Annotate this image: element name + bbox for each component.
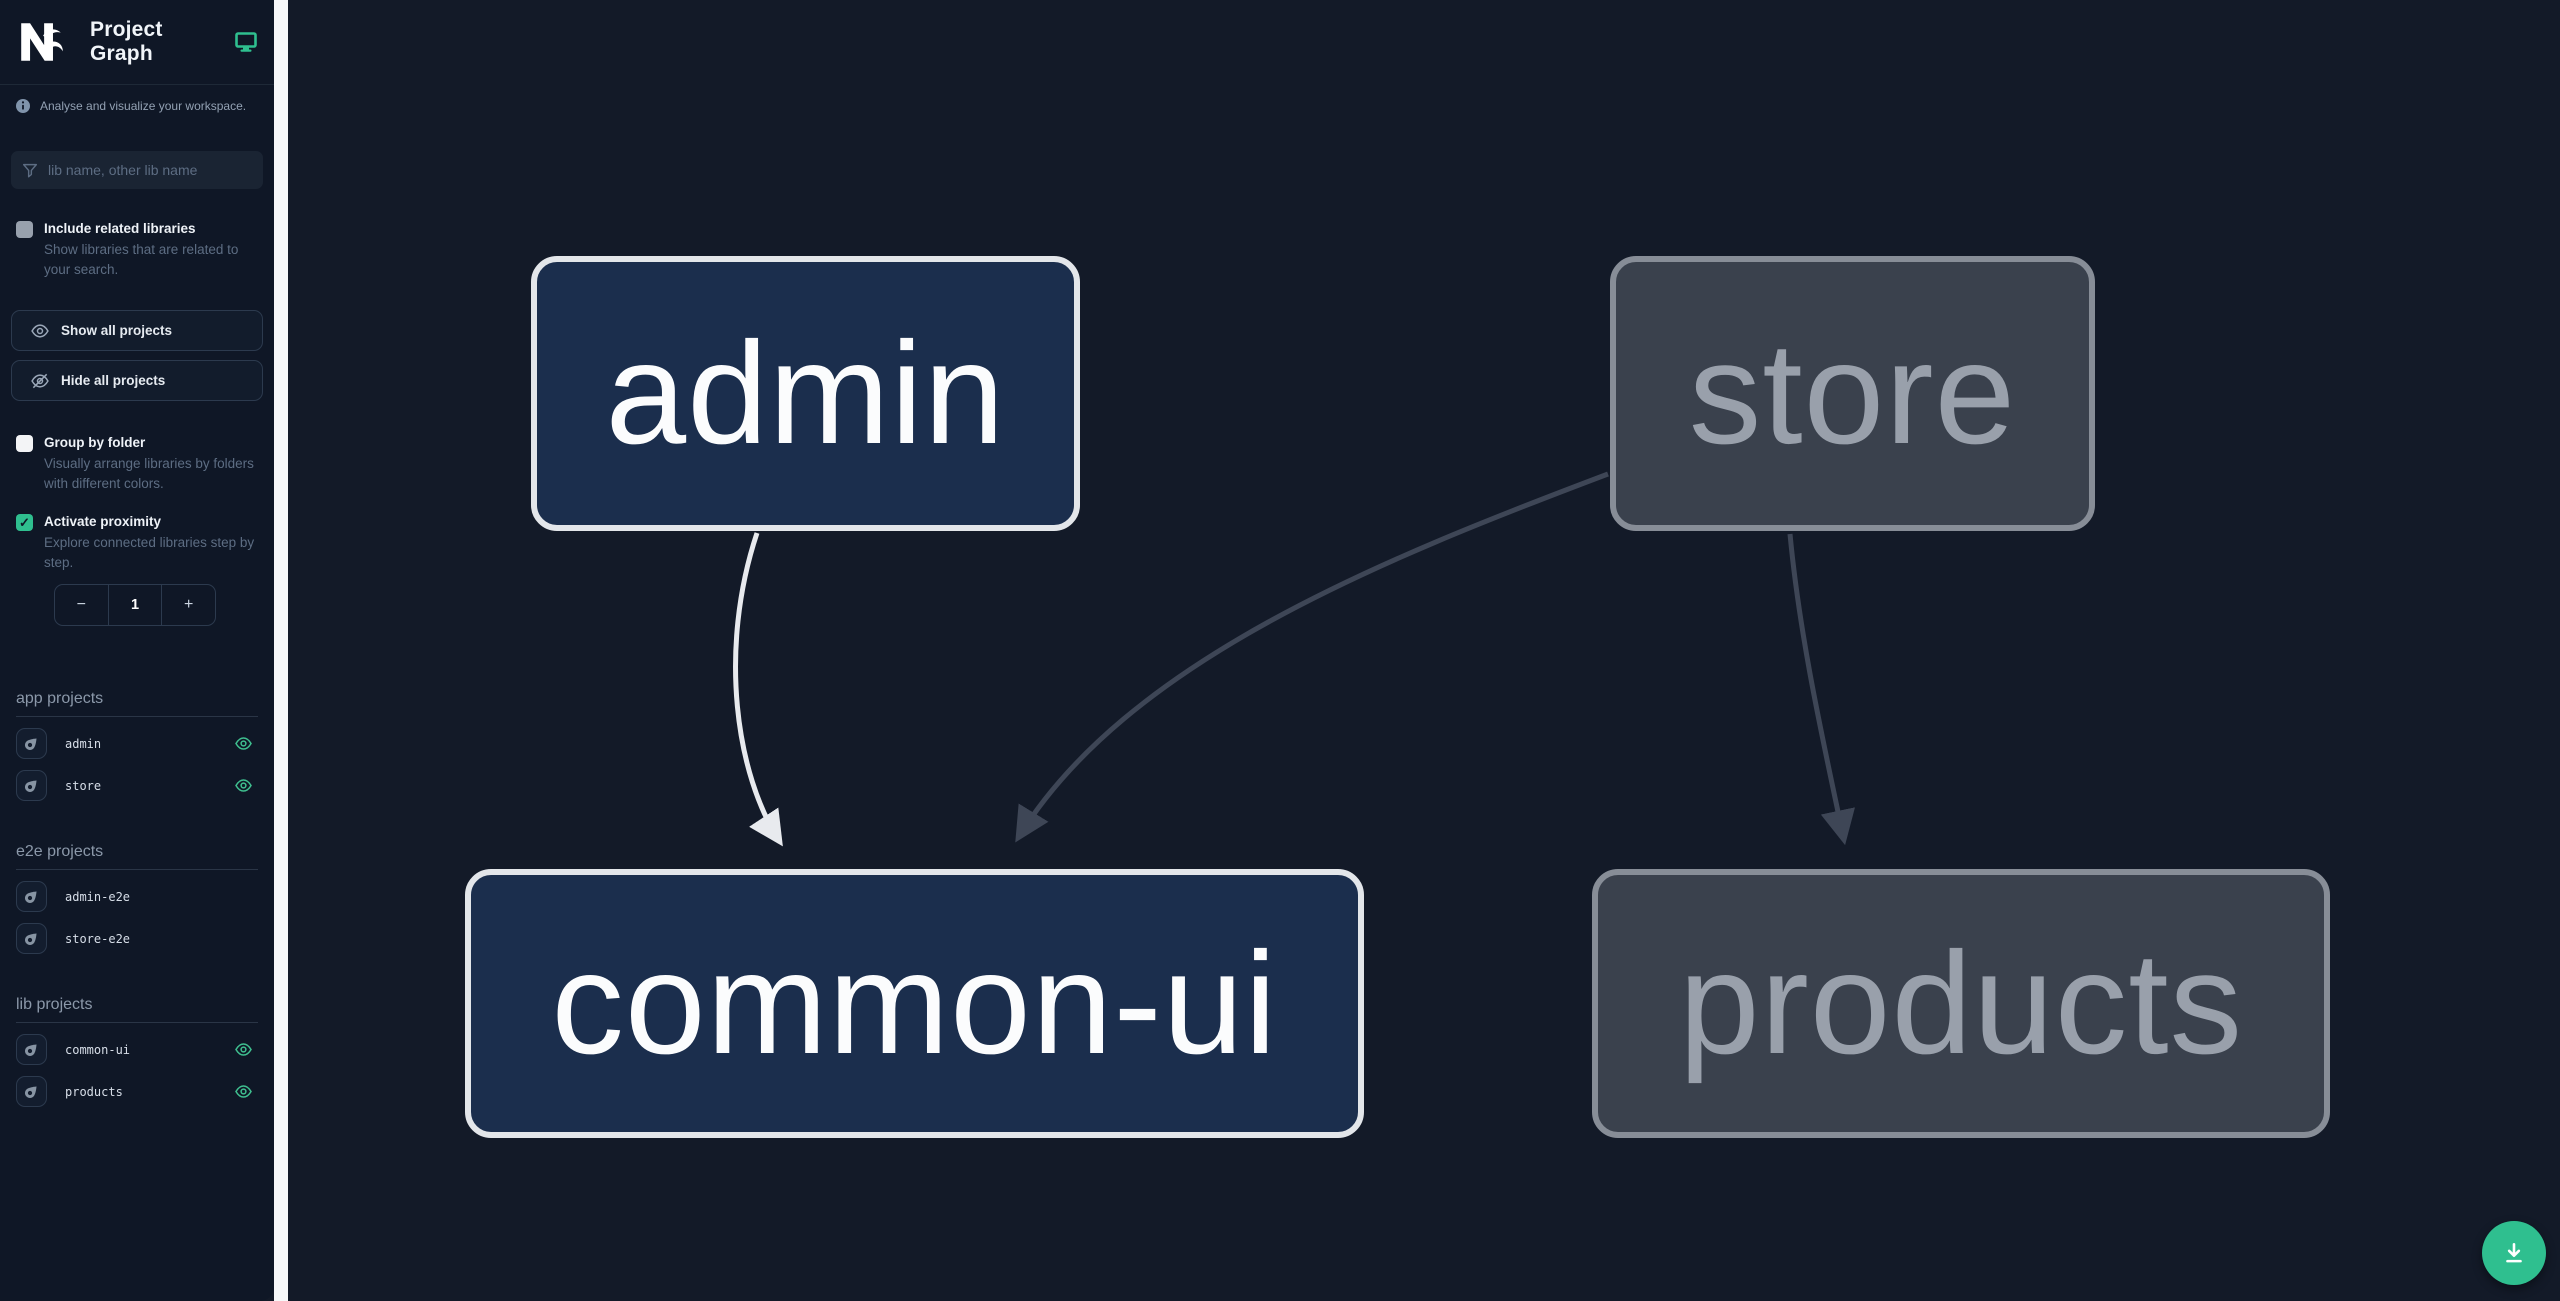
edge-admin-to-common-ui [733,532,783,847]
include-related-checkbox[interactable] [16,221,33,238]
edge-store-to-common-ui [1015,471,1609,843]
sidebar-body: Analyse and visualize your workspace. In… [0,85,274,1107]
show-all-projects-button[interactable]: Show all projects [11,310,263,351]
page-title: Project Graph [90,18,163,65]
focus-pin-icon [24,933,37,946]
activate-proximity-description: Explore connected libraries step by step… [44,535,255,570]
sidebar-header: Project Graph [0,0,274,85]
edge-store-to-products [1787,533,1855,846]
eye-off-icon [31,373,49,388]
focus-pin-icon [24,1044,37,1057]
proximity-value: 1 [107,585,163,625]
info-icon [16,99,30,113]
project-name[interactable]: admin [65,736,102,751]
sidebar: Project Graph Analyse and visualize your… [0,0,274,1301]
project-name[interactable]: store [65,778,102,793]
sidebar-resize-handle[interactable] [274,0,288,1301]
section-title: e2e projects [16,843,258,870]
focus-project-button[interactable] [16,1076,47,1107]
hide-all-projects-button[interactable]: Hide all projects [11,360,263,401]
graph-node-products[interactable]: products [1592,869,2330,1138]
filter-funnel-icon [22,163,38,178]
focus-pin-icon [24,738,37,751]
group-by-folder-description: Visually arrange libraries by folders wi… [44,456,254,491]
show-all-projects-label: Show all projects [61,323,173,338]
download-icon [2506,1243,2522,1263]
group-by-folder-checkbox[interactable] [16,435,33,452]
eye-icon [31,323,49,338]
project-name[interactable]: common-ui [65,1042,131,1057]
group-by-folder-row: Group by folder Visually arrange librari… [16,433,258,493]
toggle-visibility-eye-icon[interactable] [234,776,254,796]
section-e2e-projects: e2e projects admin-e2e [16,843,258,954]
project-row-store-e2e: store-e2e [16,923,258,954]
project-row-store: store [16,770,258,801]
toggle-visibility-eye-icon[interactable] [234,1040,254,1060]
search-input[interactable] [48,162,253,178]
nx-logo [21,23,63,61]
focus-project-button[interactable] [16,881,47,912]
monitor-icon [235,32,257,52]
include-related-label: Include related libraries [44,221,196,236]
section-app-projects: app projects admin [16,690,258,801]
theme-monitor-button[interactable] [234,30,258,54]
graph-canvas[interactable]: admin store common-ui products [288,0,2560,1301]
include-related-description: Show libraries that are related to your … [44,242,239,277]
graph-node-store[interactable]: store [1610,256,2095,531]
activate-proximity-row: ✓ Activate proximity Explore connected l… [16,512,258,572]
include-related-row: Include related libraries Show libraries… [16,219,258,279]
activate-proximity-label: Activate proximity [44,514,162,529]
group-by-folder-label: Group by folder [44,435,146,450]
download-image-button[interactable] [2482,1221,2546,1285]
toggle-visibility-eye-icon[interactable] [234,1082,254,1102]
tagline-text: Analyse and visualize your workspace. [40,99,247,113]
section-title: lib projects [16,996,258,1023]
proximity-increment-button[interactable]: + [162,585,215,625]
graph-node-admin[interactable]: admin [531,256,1080,531]
search-box [11,151,263,189]
section-lib-projects: lib projects common-ui [16,996,258,1107]
hide-all-projects-label: Hide all projects [61,373,166,388]
graph-node-common-ui[interactable]: common-ui [465,869,1364,1138]
project-name[interactable]: products [65,1084,123,1099]
activate-proximity-checkbox[interactable]: ✓ [16,514,33,531]
focus-pin-icon [24,891,37,904]
project-row-admin: admin [16,728,258,759]
focus-pin-icon [24,1086,37,1099]
section-title: app projects [16,690,258,717]
proximity-decrement-button[interactable]: − [55,585,108,625]
project-row-common-ui: common-ui [16,1034,258,1065]
proximity-stepper: − 1 + [54,584,216,626]
focus-project-button[interactable] [16,1034,47,1065]
project-row-products: products [16,1076,258,1107]
focus-project-button[interactable] [16,728,47,759]
dependency-edges [733,471,1855,847]
focus-project-button[interactable] [16,923,47,954]
project-name[interactable]: store-e2e [65,931,131,946]
project-name[interactable]: admin-e2e [65,889,131,904]
focus-project-button[interactable] [16,770,47,801]
focus-pin-icon [24,780,37,793]
project-row-admin-e2e: admin-e2e [16,881,258,912]
workspace-tagline: Analyse and visualize your workspace. [16,99,258,113]
toggle-visibility-eye-icon[interactable] [234,734,254,754]
